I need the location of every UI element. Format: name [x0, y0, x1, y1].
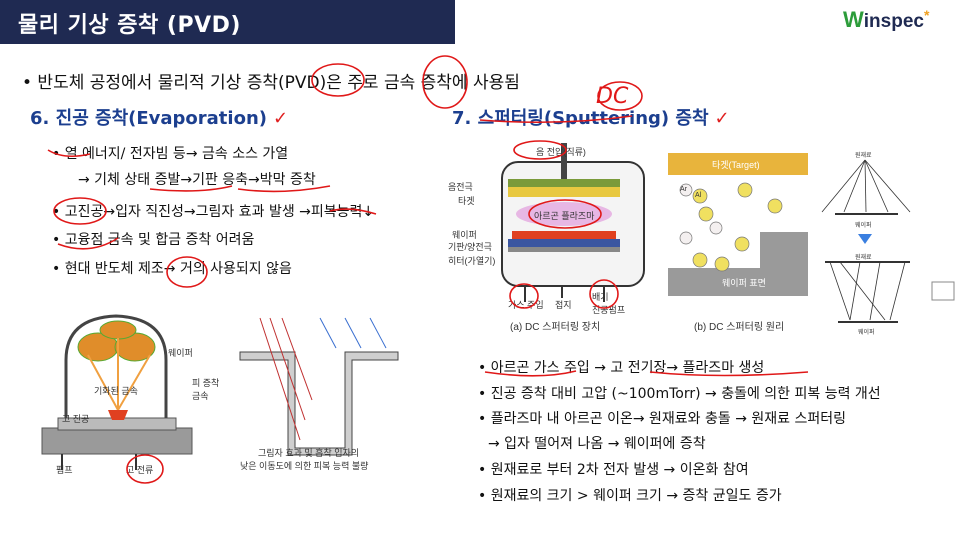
- figC-wafer-label: 웨이퍼: [855, 223, 872, 229]
- intro-text: • 반도체 공정에서 물리적 기상 증착(PVD)은 주로 금속 증착에 사용됨: [22, 73, 520, 93]
- s7-bullet-6: • 원재료의 크기 > 웨이퍼 크기 → 증착 균일도 증가: [478, 488, 782, 504]
- check-mark-icon: ✓: [714, 108, 730, 129]
- fig1-pump-label: 펌프: [56, 465, 73, 475]
- title-bar: 물리 기상 증착 (PVD): [0, 0, 455, 44]
- s7-bullet-5: • 원재료로 부터 2차 전자 발생 → 이온화 참여: [478, 462, 749, 478]
- section7-title: 7. 스퍼터링(Sputtering) 증착✓: [452, 108, 730, 129]
- figA-label-anode: 기판/양전극: [448, 242, 492, 252]
- figC-top-label: 원재료: [855, 153, 872, 159]
- figA-ground-label: 접지: [555, 300, 572, 310]
- figB-ion-label: Ar: [680, 186, 687, 193]
- figB-surface-label: 웨이퍼 표면: [722, 278, 766, 288]
- s7-bullet-1: • 아르곤 가스 주입 → 고 전기장→ 플라즈마 생성: [478, 360, 765, 376]
- fig1-vacuum-label: 고 진공: [62, 414, 90, 424]
- figB-atom-label: Al: [695, 192, 702, 199]
- figA-power-label: 음 전압(직류): [536, 147, 586, 157]
- fig1-current-label: 고 전류: [126, 465, 154, 475]
- fig1-source-label: 기화된 금속: [94, 386, 138, 396]
- s6-bullet-5: • 현대 반도체 제조→ 거의 사용되지 않음: [52, 261, 292, 277]
- figA-caption: (a) DC 스퍼터링 장치: [510, 322, 601, 333]
- s7-bullet-2: • 진공 증착 대비 고압 (~100mTorr) → 충돌에 의한 피복 능력…: [478, 386, 881, 402]
- s6-bullet-4: • 고융점 금속 및 합금 증착 어려움: [52, 232, 255, 248]
- page-title: 물리 기상 증착 (PVD): [18, 13, 241, 38]
- figA-label-target: 타겟: [458, 196, 475, 206]
- s6-bullet-3: • 고진공→입자 직진성→그림자 효과 발생 →피복능력↓: [52, 204, 375, 220]
- s6-bullet-2: → 기체 상태 증발→기판 응축→박막 증착: [78, 172, 316, 188]
- figA-label-cathode: 음전극: [448, 182, 473, 192]
- figB-caption: (b) DC 스퍼터링 원리: [694, 322, 785, 333]
- figB-target-label: 타겟(Target): [712, 160, 760, 170]
- figC-wafer2-label: 웨이퍼: [858, 330, 875, 336]
- fig1-metal-label: 피 증착 금속: [192, 378, 220, 401]
- figA-label-plasma: 아르곤 플라즈마: [534, 211, 595, 221]
- fig2-caption-1: 그림자 효과 및 흡착 입자의: [258, 448, 360, 458]
- figA-label-wafer: 웨이퍼: [452, 230, 477, 240]
- check-mark-icon: ✓: [273, 108, 289, 129]
- figA-exhaust-label: 배기 진공펌프: [592, 292, 626, 315]
- brand-logo: Winspec*: [843, 7, 930, 32]
- figA-gas-label: 가스 주입: [508, 300, 544, 310]
- dc-annotation: DC: [596, 84, 629, 109]
- figA-label-heater: 히터(가열기): [448, 256, 496, 266]
- s6-bullet-1: • 열 에너지/ 전자빔 등→ 금속 소스 가열: [52, 146, 289, 162]
- fig2-caption-2: 낮은 이동도에 의한 피복 능력 불량: [240, 461, 369, 471]
- s7-bullet-4: → 입자 떨어져 나옴 → 웨이퍼에 증착: [488, 436, 706, 452]
- fig1-wafer-label: 웨이퍼: [168, 348, 193, 358]
- section6-title: 6. 진공 증착(Evaporation)✓: [30, 108, 289, 129]
- s7-bullet-3: • 플라즈마 내 아르곤 이온→ 원재료와 충돌 → 원재료 스퍼터링: [478, 411, 847, 427]
- figC-top2-label: 원재료: [855, 255, 872, 261]
